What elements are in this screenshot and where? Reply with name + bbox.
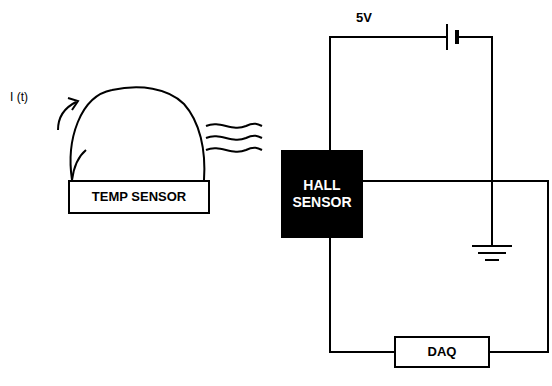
voltage-label: 5V bbox=[356, 10, 372, 25]
ground-symbol bbox=[478, 252, 506, 254]
wire-loop bbox=[72, 150, 86, 180]
battery-symbol bbox=[446, 24, 448, 50]
ground-symbol bbox=[485, 259, 499, 261]
sensor-box: TEMP SENSOR bbox=[68, 180, 210, 214]
node-text: TEMP SENSOR bbox=[92, 189, 186, 205]
wire-connector bbox=[330, 238, 394, 352]
field-wave bbox=[206, 136, 262, 140]
field-wave bbox=[206, 124, 262, 128]
node-text: HALL SENSOR bbox=[287, 177, 357, 211]
field-wave bbox=[206, 148, 262, 152]
wire-loop bbox=[71, 87, 205, 180]
wire bbox=[459, 37, 492, 246]
battery-symbol bbox=[455, 30, 459, 44]
current-arrow bbox=[58, 102, 76, 130]
wire-connector bbox=[363, 181, 548, 352]
wire bbox=[330, 37, 446, 150]
hall-sensor-box: HALL SENSOR bbox=[281, 150, 363, 238]
node-text: DAQ bbox=[428, 344, 457, 360]
current-label: I (t) bbox=[10, 90, 28, 104]
ground-symbol bbox=[472, 245, 512, 247]
daq-box: DAQ bbox=[394, 336, 490, 368]
current-arrow bbox=[68, 98, 78, 110]
